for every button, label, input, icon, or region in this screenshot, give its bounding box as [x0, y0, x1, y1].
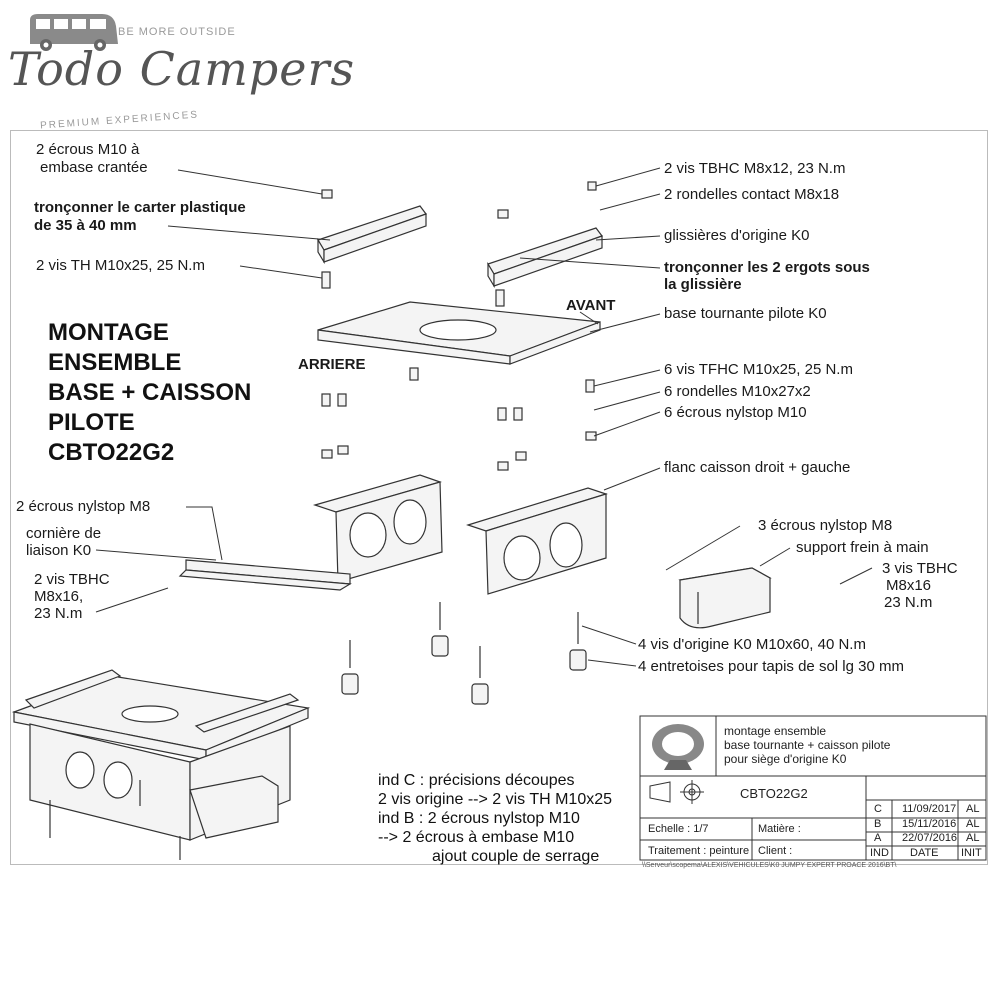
logo-tagline: BE MORE OUTSIDE: [118, 26, 236, 38]
callout-tbhc3-line3: 23 N.m: [884, 594, 933, 611]
tb-scale: Echelle : 1/7: [648, 823, 709, 835]
rear-label: ARRIERE: [298, 356, 366, 373]
revision-note: 2 vis origine --> 2 vis TH M10x25: [378, 791, 613, 808]
tb-client: Client :: [758, 845, 793, 857]
callout-m10-nylstop: 6 écrous nylstop M10: [664, 404, 807, 421]
callout-tbhc-line1: 2 vis TBHC: [34, 571, 110, 588]
company-emblem-icon: [652, 724, 704, 770]
title-line: PILOTE: [48, 409, 135, 436]
rev-date: 15/11/2016: [902, 818, 957, 830]
callout-m8-nylstop: 2 écrous nylstop M8: [16, 498, 151, 515]
rev-init: AL: [966, 803, 980, 815]
revision-note: --> 2 écrous à embase M10: [378, 829, 575, 846]
right-slide-rail: [487, 227, 603, 289]
tb-file-path: \\Serveur\scopema\ALEXIS\VEHICULES\K0 JU…: [642, 862, 897, 869]
rev-col-ind: IND: [870, 847, 889, 859]
callout-box-flanks: flanc caisson droit + gauche: [664, 459, 851, 476]
right-box-flank: [466, 487, 608, 595]
handbrake-support: [678, 567, 772, 629]
revision-note: ind B : 2 écrous nylstop M10: [378, 810, 580, 827]
drawing-frame: [10, 130, 988, 865]
van-icon: [30, 14, 118, 51]
revision-note: ajout couple de serrage: [432, 848, 600, 865]
callout-tbhc-line3: 23 N.m: [34, 605, 83, 622]
left-slide-rail: [317, 205, 427, 265]
leader-lines: [95, 167, 873, 667]
callout-m8-nylstop-3: 3 écrous nylstop M8: [758, 517, 893, 534]
rev-date: 11/09/2017: [902, 803, 957, 815]
callout-m10-washers: 6 rondelles M10x27x2: [664, 383, 811, 400]
callout-cut-housing-line2: de 35 à 40 mm: [34, 217, 137, 234]
title-line: BASE + CAISSON: [48, 379, 252, 406]
projection-symbol-icon: [649, 780, 704, 804]
callout-link-angle-line2: liaison K0: [26, 542, 92, 559]
callout-m10-nuts-line1: 2 écrous M10 à: [36, 141, 140, 158]
callout-tfhc-screws: 6 vis TFHC M10x25, 25 N.m: [664, 361, 853, 378]
rev-date: 22/07/2016: [902, 832, 958, 844]
assembled-view: [11, 669, 311, 860]
rev-col-date: DATE: [910, 847, 939, 859]
revision-note: ind C : précisions découpes: [378, 772, 575, 789]
assembly-title: MONTAGE ENSEMBLE BASE + CAISSON PILOTE C…: [48, 318, 251, 468]
callout-m10-nuts-line2: embase crantée: [40, 159, 148, 176]
front-label: AVANT: [566, 297, 616, 314]
callout-tbhc-line2: M8x16,: [34, 588, 84, 605]
callout-contact-washers: 2 rondelles contact M8x18: [664, 186, 840, 203]
tb-description-line2: base tournante + caisson pilote: [724, 738, 891, 752]
rev-ind: C: [874, 803, 882, 815]
rev-ind: A: [874, 832, 882, 844]
logo-brand: Todo Campers: [8, 42, 356, 96]
title-block-frame: [639, 715, 987, 861]
long-bolts: [349, 602, 579, 678]
callout-original-rails: glissières d'origine K0: [664, 227, 810, 244]
callout-tbhc3-line2: M8x16: [886, 577, 932, 594]
callout-tbhc3-line1: 3 vis TBHC: [882, 560, 958, 577]
callout-spacers: 4 entretoises pour tapis de sol lg 30 mm: [638, 658, 904, 675]
title-line: CBTO22G2: [48, 439, 175, 466]
tb-description-line3: pour siège d'origine K0: [724, 752, 847, 766]
rev-ind: B: [874, 818, 882, 830]
rev-init: AL: [966, 818, 980, 830]
rev-col-init: INIT: [961, 847, 982, 859]
link-angle-bracket: [178, 559, 352, 591]
callout-swivel-base: base tournante pilote K0: [664, 305, 827, 322]
callout-tbhc-m8x12: 2 vis TBHC M8x12, 23 N.m: [664, 160, 846, 177]
callout-original-bolts: 4 vis d'origine K0 M10x60, 40 N.m: [638, 636, 866, 653]
tb-reference: CBTO22G2: [740, 786, 808, 801]
title-line: ENSEMBLE: [48, 349, 182, 376]
tb-treatment: Traitement : peinture: [648, 845, 750, 857]
title-line: MONTAGE: [48, 319, 169, 346]
left-box-flank: [312, 474, 443, 583]
revision-notes: ind C : précisions découpes 2 vis origin…: [378, 771, 612, 866]
small-fasteners: [321, 181, 597, 471]
callout-cut-lugs-line2: la glissière: [664, 276, 742, 293]
rev-init: AL: [966, 832, 980, 844]
callout-cut-lugs-line1: tronçonner les 2 ergots sous: [664, 259, 870, 276]
callout-cut-housing-line1: tronçonner le carter plastique: [34, 199, 246, 216]
callout-handbrake-support: support frein à main: [796, 539, 929, 556]
callout-link-angle-line1: cornière de: [26, 525, 102, 542]
tb-description-line1: montage ensemble: [724, 724, 827, 738]
swivel-base-plate: [317, 301, 601, 365]
floor-mat-spacers: [341, 635, 587, 705]
callout-th-screws: 2 vis TH M10x25, 25 N.m: [36, 257, 205, 274]
tb-material: Matière :: [758, 823, 801, 835]
